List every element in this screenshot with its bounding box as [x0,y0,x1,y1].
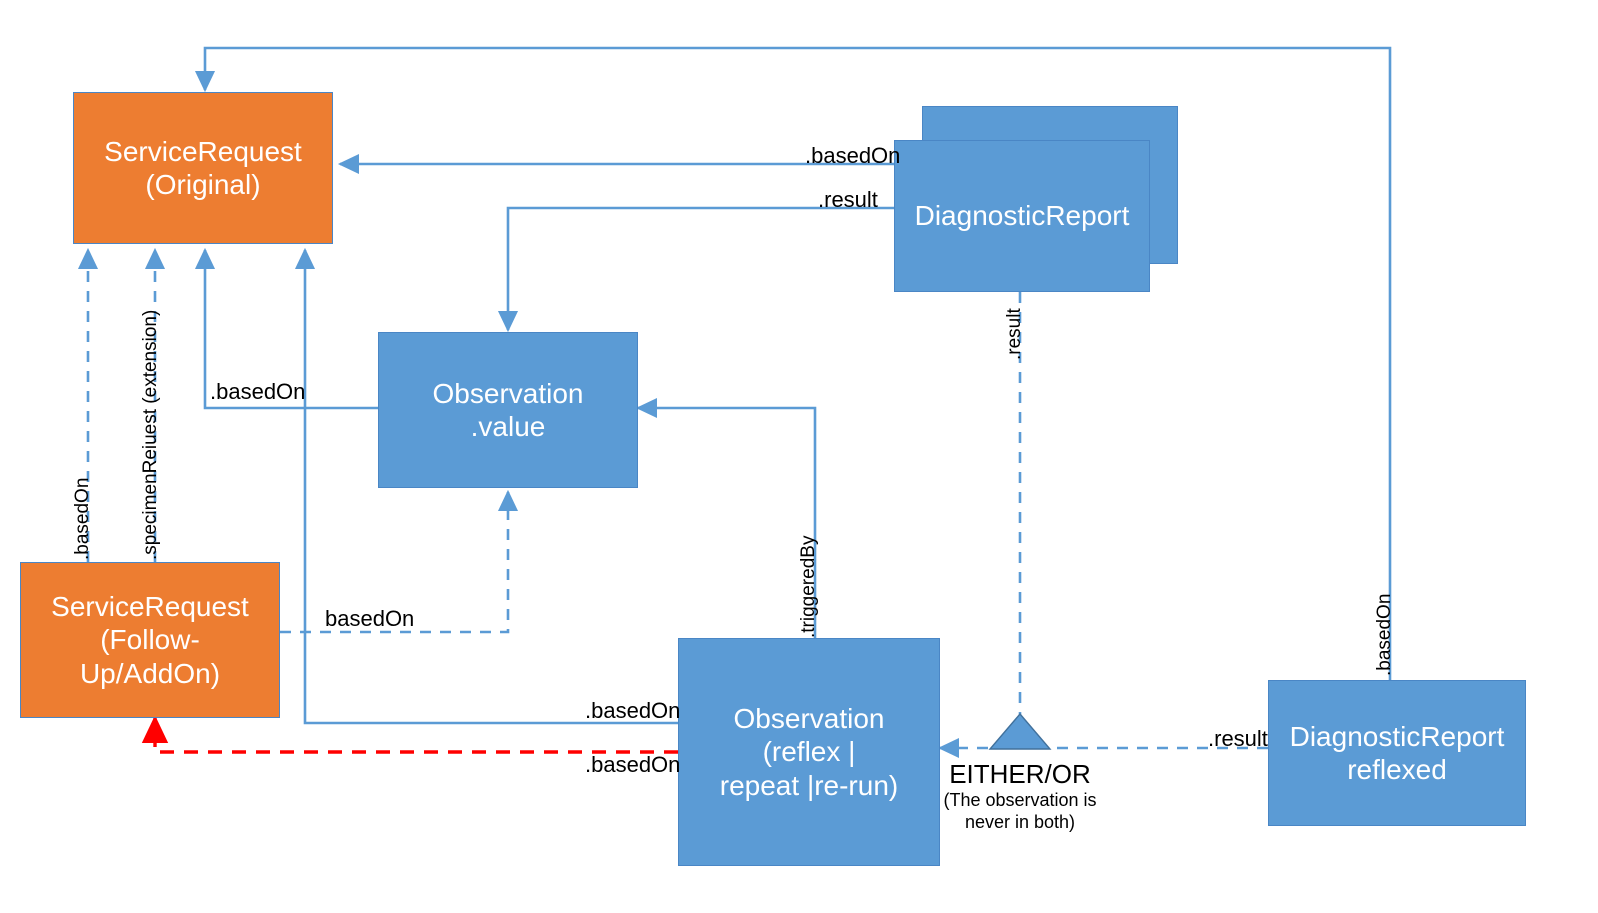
node-observation-value[interactable]: Observation .value [378,332,638,488]
edge-label-reflex-basedon-solid: .basedOn [585,698,681,723]
triangle-marker [988,712,1052,750]
node-service-request-original[interactable]: ServiceRequest (Original) [73,92,333,244]
wire-dr-result-to-observation [497,206,920,333]
node-diagnostic-report[interactable]: DiagnosticReport [894,140,1150,292]
edge-label-dr-result: .result [818,187,878,212]
node-label-line2: .value [470,411,546,442]
node-label-line3: Up/AddOn) [79,657,221,689]
node-label-line2: (Original) [145,169,261,200]
edge-label-vertical-basedon-left: .basedOn [72,477,93,560]
edge-label-vertical-specimenrequest: .specimenReiuest (extension) [140,309,161,560]
node-observation-reflex[interactable]: Observation (reflex | repeat |re-run) [678,638,940,866]
node-label-line1: DiagnosticReport [914,200,1130,232]
edge-label-vertical-basedon-right: .basedOn [1374,593,1395,676]
wire-reflex-triggeredby [635,397,817,638]
node-service-request-followup[interactable]: ServiceRequest (Follow- Up/AddOn) [20,562,280,718]
either-or-note-line1: (The observation is [943,789,1097,810]
edge-label-dr-basedon: .basedOn [805,143,901,168]
node-label-line1: ServiceRequest [51,591,249,623]
edge-label-observationvalue-basedon: .basedOn [210,379,306,404]
node-label-line2: (Follow- [100,624,200,656]
node-label-line1: ServiceRequest [104,135,302,167]
edge-label-reflexed-result: .result [1208,726,1268,751]
node-label-line1: Observation [733,703,885,735]
either-or-annotation: EITHER/OR (The observation is never in b… [900,760,1140,834]
edge-label-followup-basedon: basedOn [325,606,415,631]
node-diagnostic-report-reflexed[interactable]: DiagnosticReport reflexed [1268,680,1526,826]
edge-label-vertical-triggeredby: .triggeredBy [798,535,819,638]
node-label-line1: Observation [432,377,584,409]
node-label-line2: (reflex | [762,736,856,768]
node-label-line1: DiagnosticReport [1289,720,1505,752]
either-or-note-line2: never in both) [964,812,1076,833]
node-label-line3: repeat |re-run) [719,769,899,801]
edge-label-vertical-result-mid: .result [1004,308,1025,360]
edge-label-reflex-basedon-red: .basedOn [585,752,681,777]
node-label-line2: reflexed [1347,754,1447,785]
either-or-heading: EITHER/OR [949,759,1091,789]
